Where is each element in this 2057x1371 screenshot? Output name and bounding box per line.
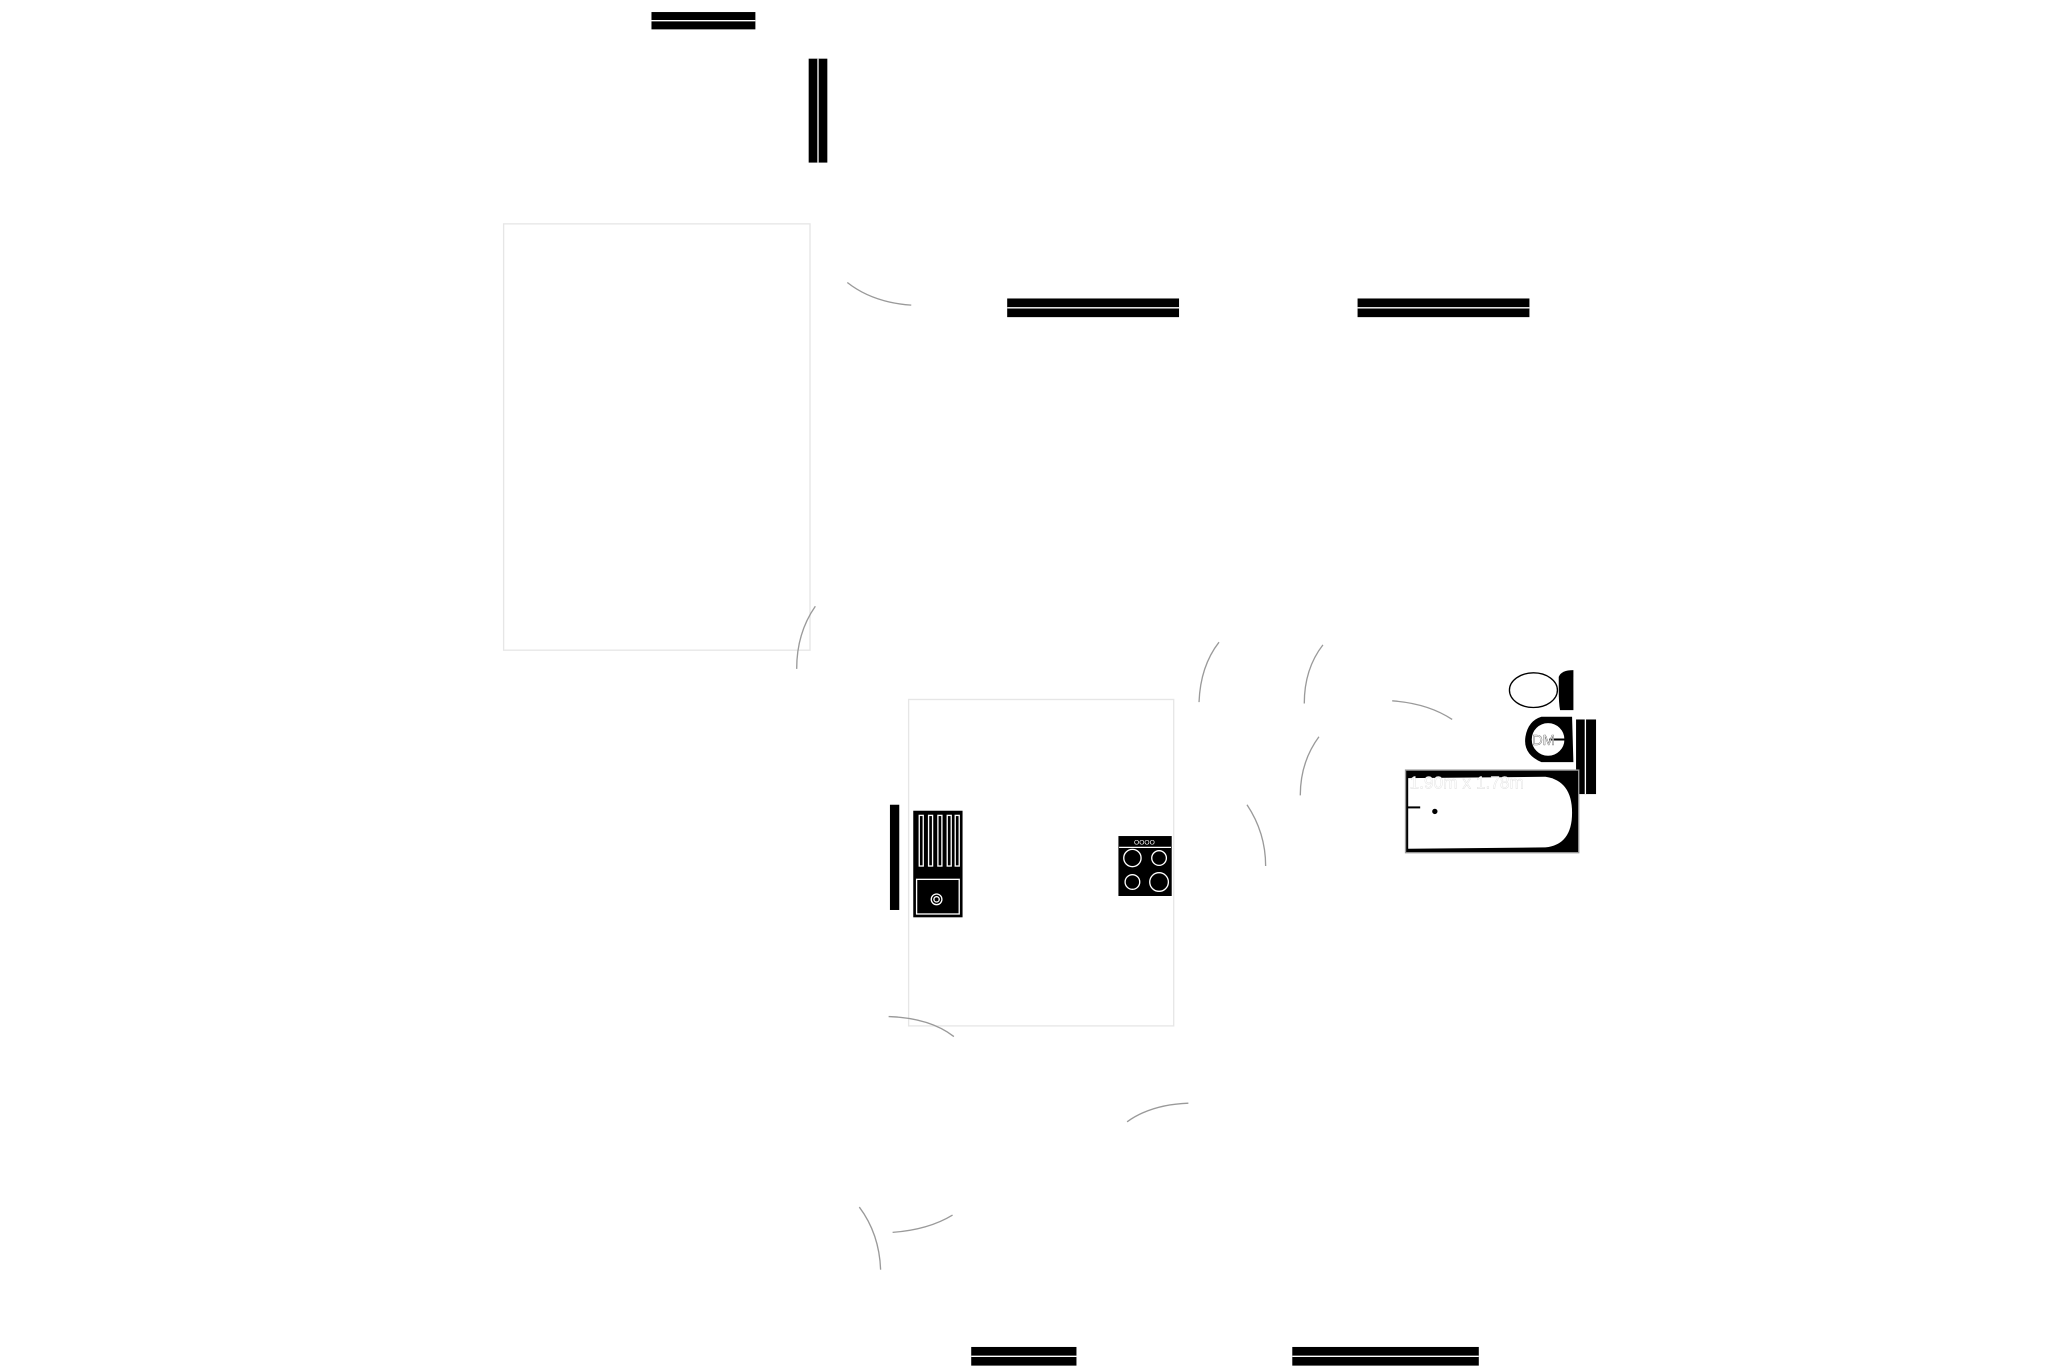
room-outline-kitchen <box>907 698 1175 1027</box>
bathtub-icon: 1.90m x 1.78m <box>1404 769 1580 854</box>
window-kitchen <box>889 804 900 910</box>
door-swing-arc <box>1299 736 1320 796</box>
bathroom-dimension-label: 1.90m x 1.78m <box>1410 773 1524 793</box>
basin-icon: DM <box>1525 716 1574 763</box>
door-swing-arc <box>1303 644 1324 704</box>
hob-controls-label: OOOO <box>1134 840 1155 847</box>
door-swing-arc <box>888 1015 955 1038</box>
door-swing-arc <box>796 605 816 669</box>
door-swing-arc <box>1392 700 1453 721</box>
window-bathroom <box>1576 719 1597 795</box>
door-swing-arc <box>1246 804 1267 867</box>
window-bottom-2 <box>1292 1346 1479 1366</box>
window-top-vertical <box>808 58 828 163</box>
kitchen-sink-icon <box>911 809 964 919</box>
door-swing-arc <box>1126 1102 1189 1123</box>
window-bottom-1 <box>971 1346 1077 1366</box>
window-top-1 <box>651 12 756 30</box>
door-swing-arc <box>846 281 912 306</box>
room-outline-left <box>502 223 811 651</box>
basin-label: DM <box>1532 733 1555 749</box>
door-swing-arc <box>892 1214 953 1234</box>
toilet-icon <box>1508 670 1574 711</box>
window-middle-2 <box>1357 298 1530 318</box>
door-swing-arc <box>1198 641 1220 703</box>
door-swing-arc <box>858 1206 882 1270</box>
hob-icon: OOOO <box>1117 834 1174 898</box>
window-middle-1 <box>1007 298 1180 318</box>
